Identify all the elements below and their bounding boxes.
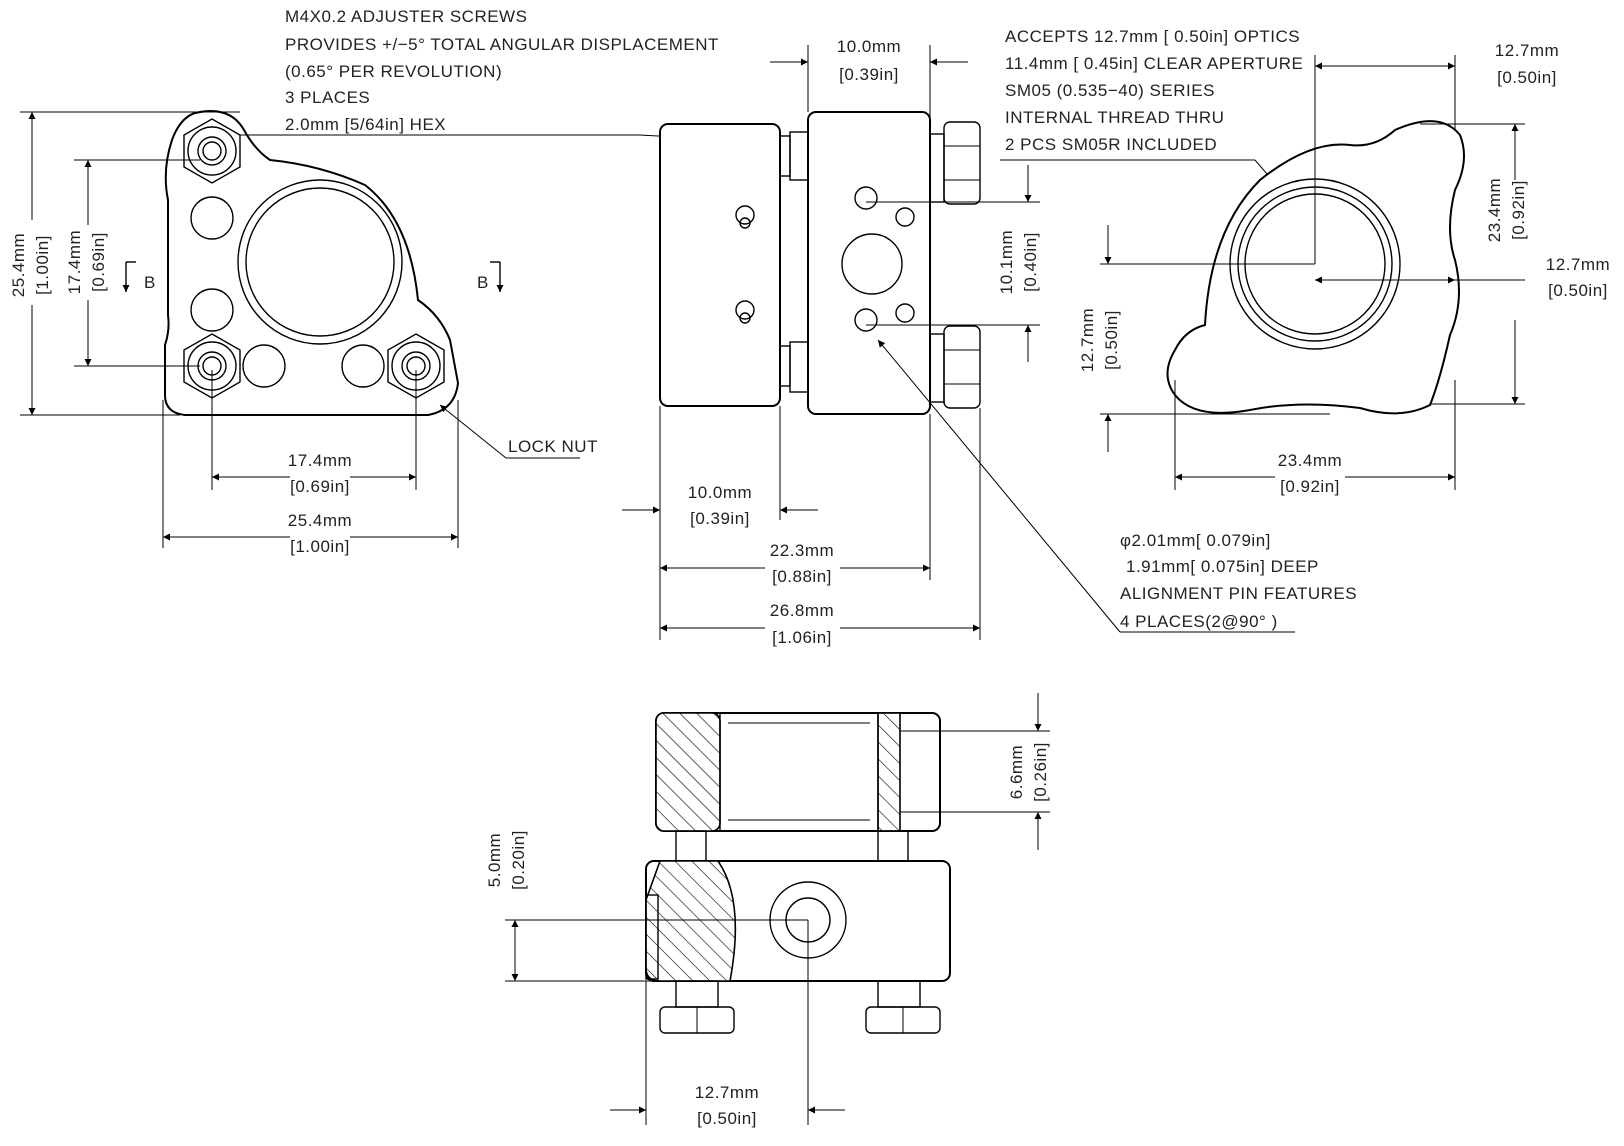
dim-back-height-in: [0.92in] xyxy=(1509,180,1528,240)
annotations: M4X0.2 ADJUSTER SCREWS PROVIDES +/−5° TO… xyxy=(9,7,1610,1128)
front-view xyxy=(20,110,781,548)
side-back-plate xyxy=(807,111,931,415)
dim-back-left-in: [0.50in] xyxy=(1102,310,1121,370)
dim-side-pin-in: [0.40in] xyxy=(1021,232,1040,292)
optics-note-line-1: ACCEPTS 12.7mm [ 0.50in] OPTICS xyxy=(1005,27,1300,46)
dim-side-overall-mm: 26.8mm xyxy=(770,601,834,620)
dim-back-top-mm: 12.7mm xyxy=(1495,41,1559,60)
dim-back-center-in: [0.50in] xyxy=(1548,281,1608,300)
optics-note-line-2: 11.4mm [ 0.45in] CLEAR APERTURE xyxy=(1005,54,1303,73)
dim-front-inner-mm: 17.4mm xyxy=(65,230,84,294)
dim-side-gap-mm: 10.0mm xyxy=(688,483,752,502)
adjuster-note-line-4: 3 PLACES xyxy=(285,88,370,107)
back-body-outline xyxy=(1166,120,1465,415)
dim-back-left-mm: 12.7mm xyxy=(1078,308,1097,372)
front-hole-upper xyxy=(190,196,234,240)
front-bore-outer xyxy=(237,179,403,345)
adjuster-screw-bottom-right xyxy=(387,333,445,399)
dim-front-height-in: [1.00in] xyxy=(33,235,52,295)
dim-back-top-in: [0.50in] xyxy=(1497,68,1557,87)
optics-note-line-5: 2 PCS SM05R INCLUDED xyxy=(1005,135,1217,154)
dim-back-width-mm: 23.4mm xyxy=(1278,451,1342,470)
optics-note-line-4: INTERNAL THREAD THRU xyxy=(1005,108,1224,127)
dim-section-offset-mm: 5.0mm xyxy=(485,833,504,887)
dim-side-top-in: [0.39in] xyxy=(839,65,899,84)
lock-nut-label: LOCK NUT xyxy=(508,437,598,456)
dim-front-width-in: [1.00in] xyxy=(290,537,350,556)
pins-note-line-3: ALIGNMENT PIN FEATURES xyxy=(1120,584,1357,603)
dim-side-total-mm: 22.3mm xyxy=(770,541,834,560)
section-view xyxy=(505,693,1050,1125)
back-view xyxy=(1100,55,1525,490)
front-hole-left xyxy=(190,288,234,332)
front-body-outline xyxy=(164,110,460,416)
dim-section-offset-in: [0.20in] xyxy=(509,830,528,890)
front-bore-inner xyxy=(245,187,395,337)
dim-section-bottom-in: [0.50in] xyxy=(697,1109,757,1128)
dim-back-width-in: [0.92in] xyxy=(1280,477,1340,496)
adjuster-note-line-5: 2.0mm [5/64in] HEX xyxy=(285,115,446,134)
dim-front-height-mm: 25.4mm xyxy=(9,233,28,297)
pins-note-line-4: 4 PLACES(2@90° ) xyxy=(1120,612,1278,631)
adjuster-screw-top xyxy=(183,118,241,184)
dim-back-height-mm: 23.4mm xyxy=(1485,178,1504,242)
dim-side-gap-in: [0.39in] xyxy=(690,509,750,528)
dim-front-span-mm: 17.4mm xyxy=(288,451,352,470)
dim-side-overall-in: [1.06in] xyxy=(772,628,832,647)
dim-section-thick-mm: 6.6mm xyxy=(1007,745,1026,799)
front-hole-right xyxy=(341,344,385,388)
dim-side-pin-mm: 10.1mm xyxy=(997,230,1016,294)
adjuster-note-line-1: M4X0.2 ADJUSTER SCREWS xyxy=(285,7,527,26)
section-marker-right: B xyxy=(477,273,489,292)
side-view xyxy=(622,45,1295,640)
pins-note-line-2: 1.91mm[ 0.075in] DEEP xyxy=(1126,557,1319,576)
pins-note-line-1: φ2.01mm[ 0.079in] xyxy=(1120,531,1271,550)
dim-section-bottom-mm: 12.7mm xyxy=(695,1083,759,1102)
side-front-plate xyxy=(659,123,781,407)
adjuster-note-line-2: PROVIDES +/−5° TOTAL ANGULAR DISPLACEMEN… xyxy=(285,35,719,54)
dim-side-total-in: [0.88in] xyxy=(772,567,832,586)
adjuster-note-line-3: (0.65° PER REVOLUTION) xyxy=(285,62,502,81)
optics-note-line-3: SM05 (0.535−40) SERIES xyxy=(1005,81,1215,100)
dim-front-inner-in: [0.69in] xyxy=(89,232,108,292)
dim-section-thick-in: [0.26in] xyxy=(1031,742,1050,802)
front-hole-lower xyxy=(242,344,286,388)
section-marker-left: B xyxy=(144,273,156,292)
dim-front-span-in: [0.69in] xyxy=(290,477,350,496)
dim-back-center-mm: 12.7mm xyxy=(1546,255,1610,274)
dim-front-width-mm: 25.4mm xyxy=(288,511,352,530)
dim-side-top-mm: 10.0mm xyxy=(837,37,901,56)
